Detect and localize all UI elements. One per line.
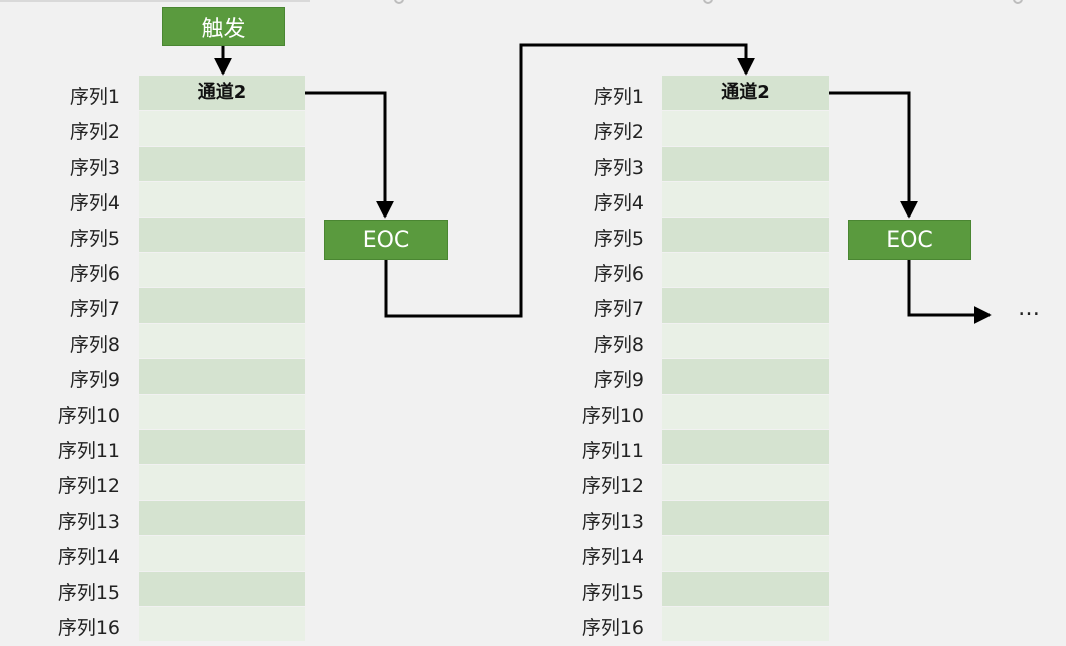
sequence-label: 序列4 (69, 192, 120, 215)
sequence-label: 序列10 (581, 404, 644, 427)
channel-to-eoc-arrow-1 (305, 91, 394, 219)
sequence-label: 序列6 (593, 263, 644, 285)
sequence-label: 序列15 (57, 581, 120, 604)
sequence-label: 序列1 (593, 86, 644, 108)
sequence-cell (662, 571, 829, 606)
sequence-label: 序列12 (57, 475, 120, 498)
slide-dot-icon (1013, 0, 1023, 4)
sequence-cell (662, 253, 829, 288)
eoc-continue-arrow (907, 260, 992, 324)
sequence-cell (662, 182, 829, 217)
sequence-cell (662, 217, 829, 252)
sequence-label: 序列1 (69, 86, 120, 108)
sequence-label: 序列3 (593, 156, 644, 179)
sequence-label: 序列8 (69, 333, 120, 356)
sequence-label: 序列9 (69, 369, 120, 392)
sequence-cell (662, 288, 829, 323)
sequence-label: 序列10 (57, 404, 120, 427)
sequence-label: 序列5 (593, 227, 644, 250)
eoc-to-next-scan-arrow (384, 43, 755, 318)
sequence-label: 序列8 (593, 333, 644, 356)
channel-label: 通道2 (197, 82, 247, 103)
sequence-cell (139, 500, 305, 536)
sequence-label: 序列9 (593, 369, 644, 392)
sequence-label: 序列11 (57, 440, 120, 462)
sequence-cell (662, 430, 829, 465)
sequence-label: 序列6 (69, 263, 120, 285)
sequence-cell (139, 253, 305, 288)
sequence-label: 序列16 (581, 617, 644, 639)
sequence-label: 序列14 (581, 546, 644, 569)
sequence-label: 序列3 (69, 156, 120, 179)
sequence-label: 序列13 (581, 510, 644, 533)
sequence-label: 序列7 (69, 298, 120, 321)
channel-label: 通道2 (721, 82, 770, 103)
sequence-cell (139, 394, 305, 429)
sequence-cell (139, 288, 305, 323)
trigger-box: 触发 (162, 7, 285, 46)
sequence-cell (139, 146, 305, 182)
sequence-label: 序列2 (69, 121, 120, 144)
sequence-label: 序列7 (593, 298, 644, 321)
sequence-cell (139, 111, 305, 146)
sequence-cell (139, 571, 305, 606)
sequence-cell (662, 536, 829, 571)
eoc-box-2: EOC (848, 220, 971, 260)
sequence-cell (139, 536, 305, 571)
slide-dot-icon (394, 0, 404, 4)
sequence-label: 序列16 (57, 617, 120, 639)
sequence-cell (139, 323, 305, 359)
sequence-label: 序列13 (57, 510, 120, 533)
sequence-cell: 通道2 (139, 76, 305, 111)
sequence-label: 序列5 (69, 227, 120, 250)
sequence-cell (139, 217, 305, 252)
sequence-cell (662, 323, 829, 359)
sequence-label: 序列14 (57, 546, 120, 569)
sequence-cell (139, 430, 305, 465)
sequence-cell (662, 465, 829, 500)
sequence-cell (662, 394, 829, 429)
sequence-cell (662, 500, 829, 536)
sequence-cell (139, 465, 305, 500)
sequence-label: 序列11 (581, 440, 644, 462)
sequence-cell (662, 607, 829, 642)
channel-to-eoc-arrow-2 (829, 91, 918, 219)
sequence-cell (662, 359, 829, 394)
sequence-label: 序列4 (593, 192, 644, 215)
sequence-label: 序列2 (593, 121, 644, 144)
sequence-cell (139, 607, 305, 642)
slide-dot-icon (703, 0, 713, 4)
sequence-cell (139, 359, 305, 394)
continuation-ellipsis: … (1018, 296, 1042, 321)
sequence-cell (662, 111, 829, 146)
sequence-cell: 通道2 (662, 76, 829, 111)
sequence-label: 序列12 (581, 475, 644, 498)
sequence-cell (662, 146, 829, 182)
eoc-box-1: EOC (324, 220, 448, 260)
sequence-cell (139, 182, 305, 217)
sequence-label: 序列15 (581, 581, 644, 604)
top-divider (0, 0, 310, 2)
